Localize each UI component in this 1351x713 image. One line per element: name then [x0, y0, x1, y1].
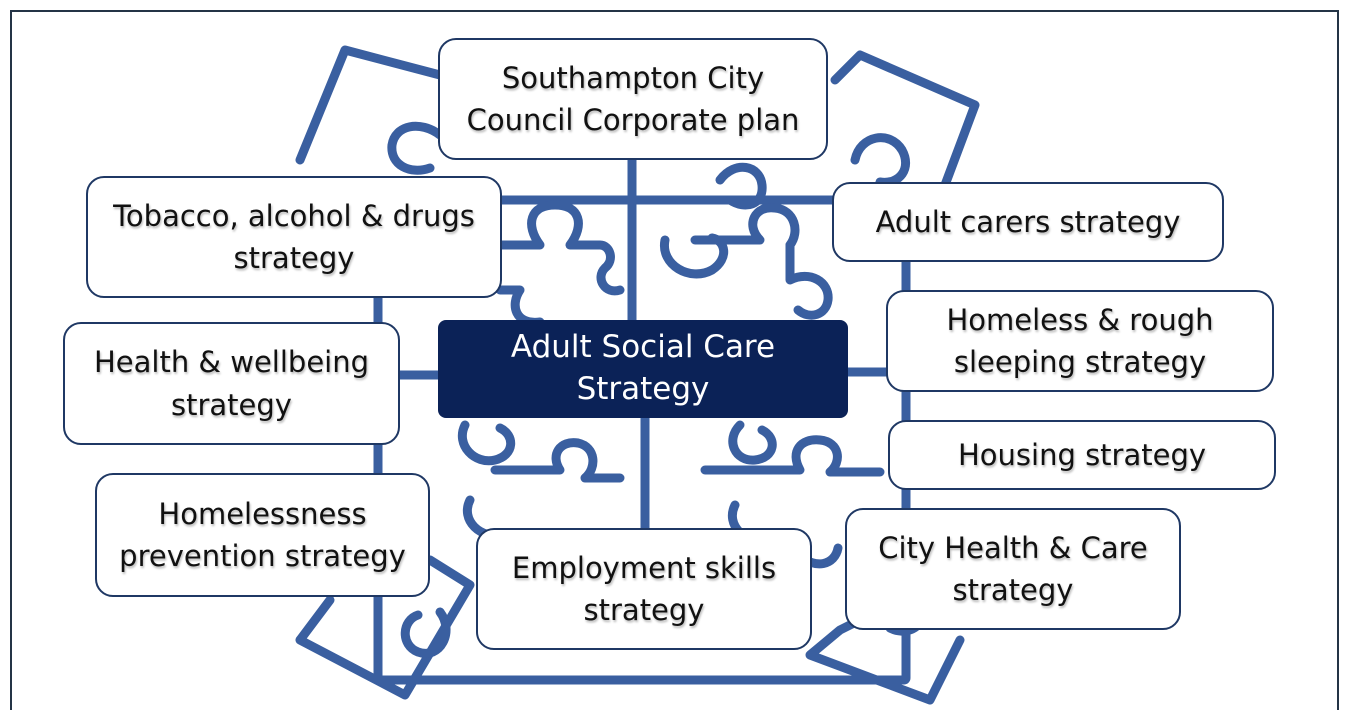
puzzle-outline-top-right: [830, 50, 980, 230]
node-tobacco-alcohol-drugs: Tobacco, alcohol & drugs strategy: [86, 176, 502, 298]
node-homelessness-prevention-line2: prevention strategy: [119, 539, 406, 573]
puzzle-outline-top-left: [295, 45, 445, 165]
node-homeless-rough-sleeping: Homeless & rough sleeping strategy: [886, 290, 1274, 392]
puzzle-outline-bottom-right: [805, 615, 965, 705]
node-corporate-plan: Southampton City Council Corporate plan: [438, 38, 828, 160]
node-employment-line2: strategy: [583, 593, 705, 627]
node-homelessness-prevention-line1: Homelessness: [158, 496, 367, 531]
center-node-adult-social-care: Adult Social Care Strategy: [438, 320, 848, 418]
node-housing-line1: Housing strategy: [957, 437, 1207, 472]
node-city-health-line1: City Health & Care: [878, 530, 1148, 565]
node-homeless-rough-line2: sleeping strategy: [953, 345, 1207, 379]
node-health-wellbeing-line2: strategy: [171, 387, 292, 422]
node-health-wellbeing: Health & wellbeing strategy: [63, 322, 400, 445]
node-employment-skills: Employment skills strategy: [476, 528, 812, 650]
node-homelessness-prevention: Homelessness prevention strategy: [95, 473, 430, 597]
puzzle-knob-top-right: [850, 133, 911, 187]
node-tobacco-line2: strategy: [233, 241, 355, 275]
node-employment-line1: Employment skills: [511, 550, 777, 585]
node-city-health-line2: strategy: [952, 573, 1074, 607]
node-corporate-plan-line1: Southampton City: [501, 60, 765, 95]
node-adult-carers: Adult carers strategy: [832, 182, 1224, 262]
diagram-frame: [10, 10, 1339, 710]
puzzle-knob-bottom-left: [400, 607, 451, 658]
center-node-line1: Adult Social Care: [510, 329, 776, 366]
node-city-health-care: City Health & Care strategy: [845, 508, 1181, 630]
node-corporate-plan-line2: Council Corporate plan: [466, 103, 800, 137]
node-adult-carers-line1: Adult carers strategy: [875, 204, 1181, 239]
node-housing: Housing strategy: [888, 420, 1276, 490]
node-health-wellbeing-line1: Health & wellbeing: [93, 345, 370, 380]
puzzle-knob-top-left: [387, 121, 445, 175]
node-tobacco-line1: Tobacco, alcohol & drugs: [113, 198, 475, 233]
node-homeless-rough-line1: Homeless & rough: [946, 302, 1214, 337]
center-node-line2: Strategy: [576, 371, 710, 407]
puzzle-outline-bottom-left: [295, 555, 475, 700]
